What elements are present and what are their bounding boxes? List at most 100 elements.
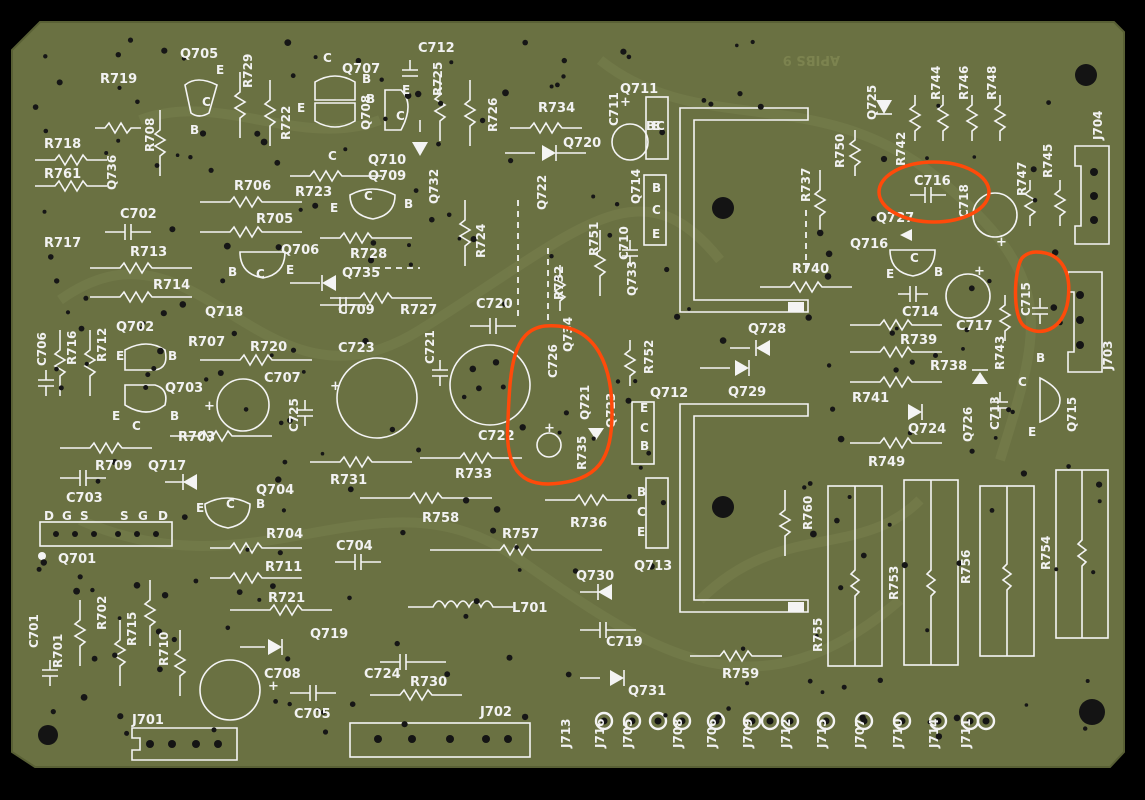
label-c723: C723 (338, 341, 375, 356)
via (58, 385, 64, 391)
pin-label: C (652, 203, 661, 217)
pin-label: C (910, 251, 919, 265)
via (1020, 470, 1027, 477)
via (615, 379, 621, 384)
via (115, 52, 122, 58)
pin-label: C (656, 119, 665, 133)
via (379, 77, 384, 82)
via (470, 236, 477, 243)
label-q709: Q709 (368, 169, 406, 184)
via (461, 394, 467, 400)
via (549, 254, 554, 259)
via (257, 597, 262, 602)
via (404, 92, 412, 99)
label-j702: J702 (479, 705, 512, 720)
pcb-substrate (11, 21, 1125, 768)
via (1006, 407, 1012, 413)
pin-label: C (256, 267, 265, 281)
markup-circle-c715 (1013, 250, 1071, 334)
via (270, 583, 276, 589)
label-q735: Q735 (342, 266, 380, 281)
label-r755: R755 (811, 618, 825, 652)
label-q712: Q712 (650, 386, 688, 401)
label-q722: Q722 (535, 175, 549, 210)
via (880, 155, 888, 163)
pin-label: E (216, 63, 224, 77)
label-q725: Q725 (865, 85, 879, 120)
via (508, 158, 514, 164)
via (502, 301, 508, 307)
label-r728: R728 (350, 247, 387, 262)
via (989, 508, 995, 513)
via (347, 595, 352, 601)
via (145, 372, 151, 378)
via (490, 527, 497, 534)
label-j716: J716 (593, 718, 607, 749)
label-r703: R703 (178, 430, 215, 445)
via (151, 366, 157, 371)
via (847, 495, 852, 499)
q701-header (38, 521, 173, 560)
via (476, 385, 482, 392)
pin-label: E (1028, 425, 1036, 439)
label-c712: C712 (418, 41, 455, 56)
small-resistors (35, 72, 1067, 702)
pin-label: B (404, 197, 413, 211)
label-j715: J715 (815, 718, 829, 749)
label-q726: Q726 (961, 407, 975, 442)
via (438, 100, 444, 106)
via (719, 337, 727, 344)
edge-pad-hole (748, 717, 756, 725)
pin-label: G (138, 509, 148, 523)
q714-body (643, 174, 667, 246)
via (42, 209, 47, 214)
pin-label: S (80, 509, 89, 523)
label-j707: J707 (853, 718, 867, 749)
label-c703: C703 (66, 491, 103, 506)
via (757, 103, 764, 110)
via (446, 212, 452, 218)
via (626, 54, 632, 60)
via (894, 326, 899, 331)
edge-pad (816, 711, 836, 731)
via (208, 167, 214, 173)
via (40, 559, 47, 566)
edge-pad (780, 711, 800, 731)
via (124, 730, 130, 736)
pin-label: C (323, 51, 332, 65)
label-q719: Q719 (310, 627, 348, 642)
label-r736: R736 (570, 516, 607, 531)
via (181, 514, 188, 520)
mounting-hole (1075, 64, 1097, 86)
label-q710: Q710 (368, 153, 406, 168)
edge-pad (672, 711, 692, 731)
pin-label: C (202, 95, 211, 109)
via (273, 699, 278, 704)
via (807, 678, 813, 684)
via (614, 202, 620, 207)
polarity-plus: + (330, 379, 341, 394)
via (135, 99, 140, 105)
pin-label: E (112, 409, 120, 423)
via (155, 628, 163, 635)
label-q706: Q706 (281, 243, 319, 258)
pin-label: B (168, 349, 177, 363)
label-j711: J711 (959, 718, 973, 749)
via (715, 714, 722, 721)
via (394, 640, 400, 647)
via (633, 379, 638, 384)
power-resistors (827, 469, 1109, 667)
to92-transistors (124, 75, 1061, 529)
via (236, 589, 243, 595)
via (181, 56, 186, 61)
label-r719: R719 (100, 72, 137, 87)
edge-pad-hole (898, 717, 906, 725)
connector-bodies (131, 145, 1110, 761)
via (193, 578, 199, 584)
edge-pad (622, 711, 642, 731)
via (320, 451, 325, 456)
pin-label: E (286, 263, 294, 277)
via (953, 714, 961, 722)
via (805, 314, 812, 321)
label-q727: Q727 (876, 211, 914, 226)
